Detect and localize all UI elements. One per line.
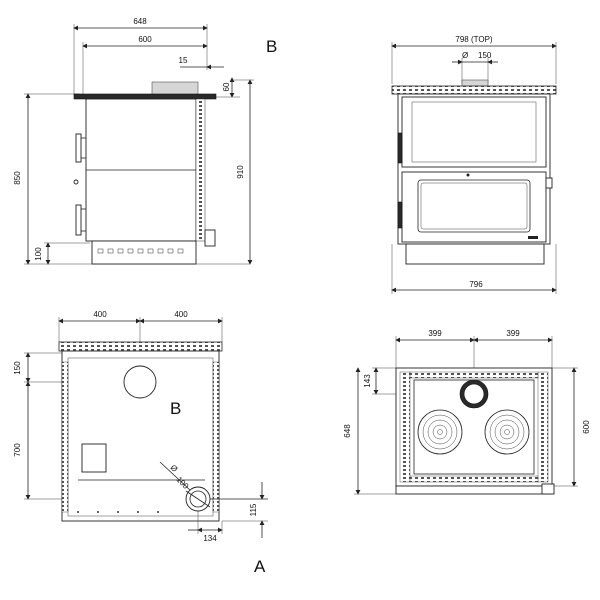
dim-796: 796	[469, 280, 483, 289]
dim-15: 15	[179, 56, 188, 65]
dim-150-rear: 150	[13, 361, 22, 375]
marker-b-side: B	[266, 37, 277, 56]
firebox-door	[401, 96, 547, 168]
diameter-symbol-rear: Ø	[169, 463, 180, 474]
dim-399-left: 399	[428, 329, 442, 338]
dim-60: 60	[222, 82, 231, 91]
cooktop-grille-left	[399, 371, 411, 483]
dim-910: 910	[236, 165, 245, 179]
dim-150-flue: 150	[478, 51, 492, 60]
dim-143: 143	[363, 374, 372, 388]
oven-window	[417, 179, 531, 233]
front-rail	[391, 85, 557, 95]
dim-600-depth: 600	[582, 420, 591, 434]
dim-648-depth: 648	[343, 424, 352, 438]
dim-100: 100	[34, 247, 43, 261]
diameter-symbol: Ø	[462, 51, 468, 60]
dim-850: 850	[13, 171, 22, 185]
dim-700: 700	[13, 443, 22, 457]
hotplate-right	[484, 409, 530, 455]
dim-648: 648	[133, 17, 147, 26]
dim-400-left: 400	[93, 310, 107, 319]
door-handle-icon	[75, 133, 82, 163]
hotplate-left	[417, 409, 463, 455]
door-handle-icon	[75, 204, 82, 236]
door-hinge-icon	[397, 201, 403, 229]
cooktop-edge	[73, 93, 217, 100]
door-hinge-icon	[397, 132, 403, 164]
marker-a: A	[254, 557, 266, 576]
front-view: 798 (TOP) Ø 150 796	[391, 35, 557, 294]
flue-hole-150	[123, 365, 157, 399]
side-view: 648 600 15 60 850 910 100	[13, 17, 277, 265]
top-view: 399 399 143 648 600	[343, 329, 591, 495]
dim-115: 115	[249, 503, 258, 516]
cooktop-grille-right	[537, 371, 549, 483]
cooktop-front-rail	[395, 485, 553, 495]
front-plinth	[405, 243, 545, 265]
dim-798-top: 798 (TOP)	[455, 35, 493, 44]
side-frame	[195, 98, 206, 242]
rear-rail	[58, 341, 223, 352]
dim-134: 134	[203, 534, 217, 543]
rear-view: 400 400 150 700 Ø 100 115 134	[13, 310, 268, 576]
dim-600: 600	[138, 35, 152, 44]
dim-399-right: 399	[506, 329, 520, 338]
oven-door	[401, 171, 547, 243]
marker-b-rear: B	[170, 399, 181, 418]
rear-access-panel	[81, 443, 107, 473]
dim-400-right: 400	[174, 310, 188, 319]
side-plinth	[91, 240, 197, 265]
